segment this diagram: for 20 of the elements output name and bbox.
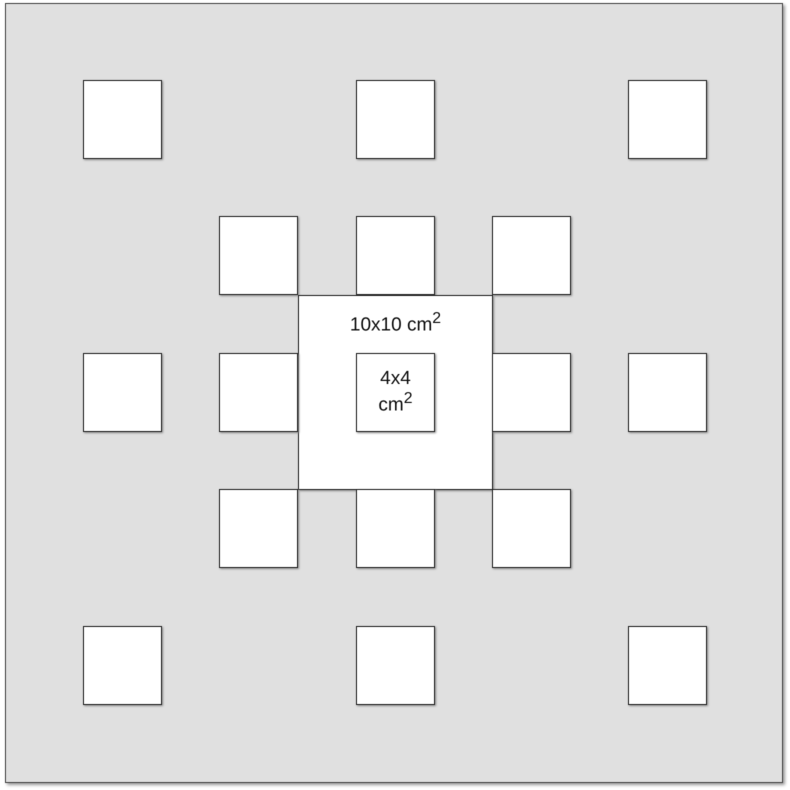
square xyxy=(219,353,298,432)
square xyxy=(628,353,707,432)
square xyxy=(492,489,571,568)
size-label: 4x4 cm$^{2}$ xyxy=(377,368,414,416)
square xyxy=(83,353,162,432)
size-label: 10x10 cm$^{2}$ xyxy=(350,310,442,336)
inner-square xyxy=(356,353,435,432)
square xyxy=(356,80,435,159)
square xyxy=(356,489,435,568)
square xyxy=(628,80,707,159)
square xyxy=(492,216,571,295)
square xyxy=(219,489,298,568)
square xyxy=(492,353,571,432)
square xyxy=(83,626,162,705)
square xyxy=(628,626,707,705)
square xyxy=(356,216,435,295)
square xyxy=(356,626,435,705)
outer-square xyxy=(298,295,493,490)
square xyxy=(219,216,298,295)
square xyxy=(83,80,162,159)
